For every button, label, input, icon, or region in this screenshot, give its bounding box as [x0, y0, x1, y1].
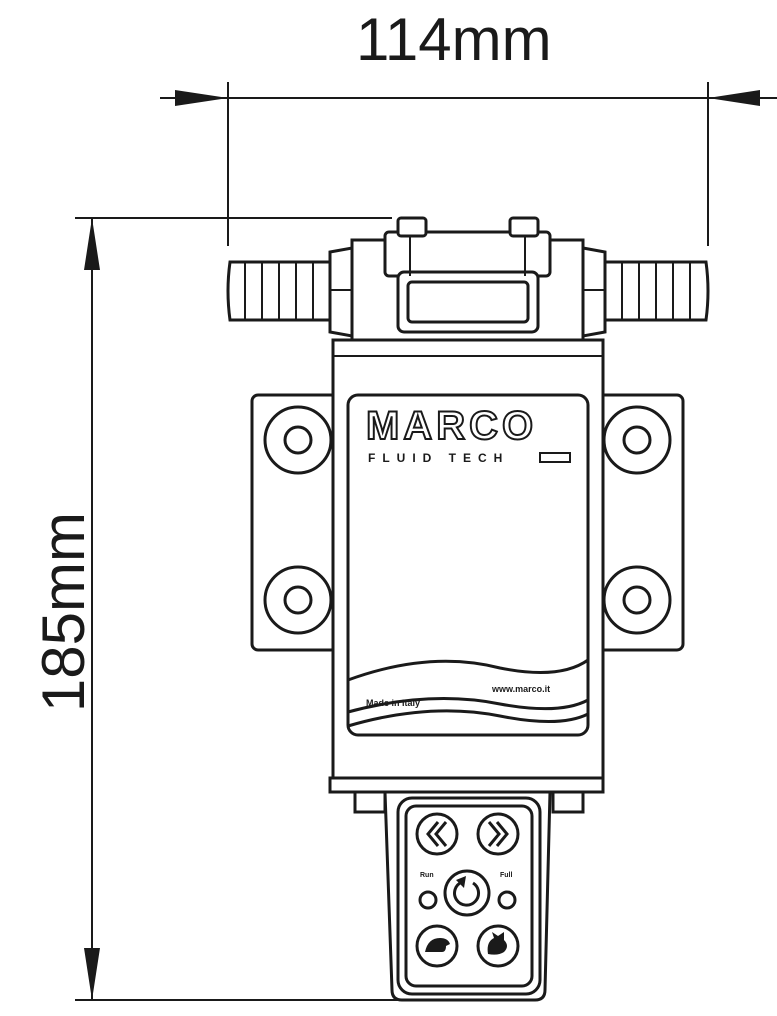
- made-in-label: Made in Italy: [366, 698, 421, 708]
- mounting-bracket-right: [596, 393, 685, 652]
- slow-speed-button[interactable]: [415, 924, 459, 968]
- width-dimension: [160, 82, 777, 246]
- brand-logo: MARCO: [365, 404, 538, 448]
- arrow-right-icon: [175, 90, 228, 106]
- inlet-port-left: [226, 246, 354, 338]
- arrow-up-icon: [84, 218, 100, 270]
- bottom-flange: [328, 776, 605, 794]
- rabbit-icon: [487, 932, 507, 955]
- outlet-port-right: [581, 246, 710, 338]
- label-plate: [346, 393, 590, 737]
- height-label: 185mm: [30, 512, 97, 713]
- arrow-left-icon: [708, 90, 760, 106]
- bolt-left: [396, 216, 428, 238]
- control-panel: [383, 790, 552, 1002]
- website-label: www.marco.it: [492, 684, 551, 694]
- height-dimension: [75, 217, 400, 1001]
- run-led: [418, 890, 438, 910]
- mounting-bracket-left: [250, 393, 339, 652]
- arrow-down-icon: [84, 948, 100, 1000]
- cycle-button[interactable]: [443, 869, 491, 917]
- full-led: [497, 890, 517, 910]
- brand-subtitle: FLUID TECH: [368, 451, 510, 465]
- fast-speed-button[interactable]: [476, 924, 520, 968]
- full-led-label: Full: [500, 872, 513, 879]
- rewind-button[interactable]: [415, 812, 459, 856]
- refresh-icon: [453, 880, 481, 907]
- forward-icon: [487, 821, 509, 847]
- forward-button[interactable]: [476, 812, 520, 856]
- pump-head: [350, 216, 585, 342]
- turtle-icon: [425, 938, 450, 952]
- rewind-icon: [426, 821, 448, 847]
- run-led-label: Run: [420, 872, 434, 879]
- width-label: 114mm: [356, 6, 552, 73]
- bolt-right: [508, 216, 540, 238]
